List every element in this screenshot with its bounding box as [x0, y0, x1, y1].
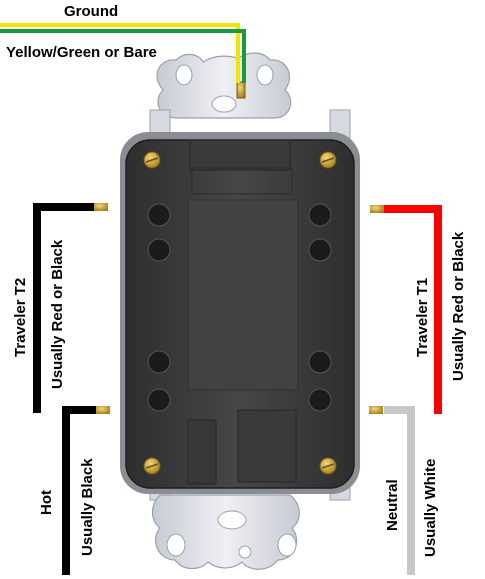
ground-wire-yellow: [0, 23, 240, 83]
terminal-t1-lower: [308, 238, 332, 262]
terminal-neutral-upper: [308, 350, 332, 374]
neutral-description: Usually White: [422, 459, 439, 557]
neutral-title: Neutral: [384, 479, 401, 531]
traveler-t2-wire: [33, 203, 95, 413]
switch-top-label-area: [189, 139, 291, 171]
hot-wire-tip: [96, 406, 110, 414]
traveler-t1-description: Usually Red or Black: [450, 231, 467, 381]
traveler-t2-description: Usually Red or Black: [49, 239, 66, 389]
strap-bottom-ear: [151, 494, 300, 570]
switch-center-panel: [187, 199, 299, 391]
ground-screw-terminal: [236, 81, 246, 99]
traveler-t2-wire-tip: [94, 203, 108, 211]
strap-bottom-hole-center: [238, 545, 252, 559]
terminal-t2-lower: [147, 238, 171, 262]
hot-title: Hot: [38, 490, 55, 515]
terminal-hot-upper: [147, 350, 171, 374]
strap-top-slot: [211, 95, 237, 113]
strap-bottom-hole-right: [277, 533, 297, 557]
traveler-t1-wire-tip: [370, 205, 384, 213]
strap-bottom-slot: [217, 510, 247, 530]
labels: Ground Yellow/Green or Bare Traveler T2 …: [6, 3, 467, 557]
neutral-wire: [384, 406, 415, 575]
switch-bottom-panel-left: [187, 419, 217, 485]
hot-wire: [62, 406, 97, 575]
terminals: [147, 203, 332, 412]
terminal-neutral-lower: [308, 388, 332, 412]
wires: [0, 23, 442, 575]
switch-body: [120, 132, 360, 494]
terminal-hot-lower: [147, 388, 171, 412]
strap-top-hole-left: [175, 64, 193, 86]
traveler-t1-title: Traveler T1: [414, 278, 431, 357]
strap-top-hole-right: [256, 64, 274, 86]
terminal-t2-upper: [147, 203, 171, 227]
terminal-t1-upper: [308, 203, 332, 227]
neutral-wire-tip: [369, 406, 383, 414]
ground-wire-green: [0, 29, 246, 83]
ground-description: Yellow/Green or Bare: [6, 44, 157, 61]
hot-description: Usually Black: [79, 458, 96, 556]
brass-screws: [143, 81, 337, 475]
switch-molded-text-top: [191, 167, 293, 195]
ground-title: Ground: [64, 3, 118, 20]
traveler-t1-wire: [384, 205, 442, 414]
strap-bottom-hole-left: [166, 533, 186, 557]
switch-bottom-panel-right: [237, 409, 297, 483]
traveler-t2-title: Traveler T2: [12, 278, 29, 357]
